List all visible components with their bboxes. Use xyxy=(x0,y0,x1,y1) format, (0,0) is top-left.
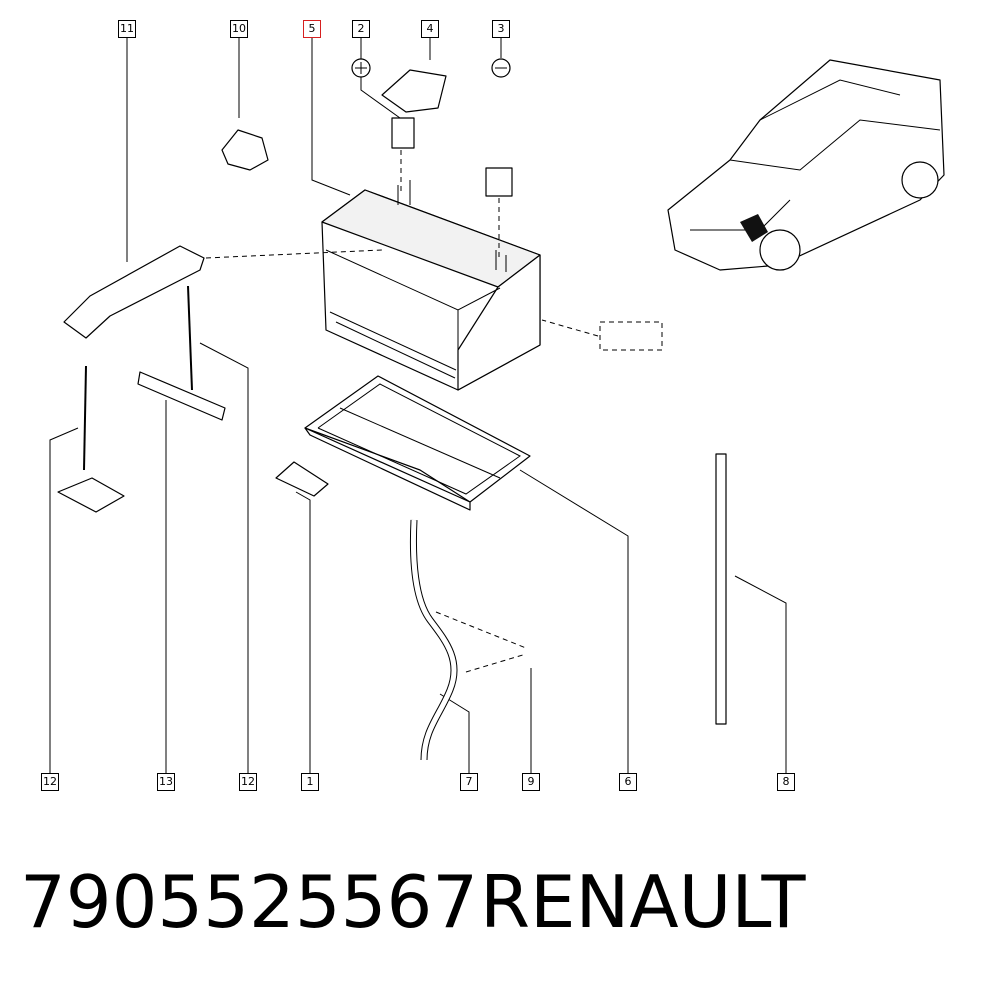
vent-hose xyxy=(409,519,527,761)
callout-10: 10 xyxy=(230,20,248,38)
callout-12-right: 12 xyxy=(239,773,257,791)
terminal-parts xyxy=(351,58,513,258)
brand-name: RENAULT xyxy=(480,860,806,944)
callout-13: 13 xyxy=(157,773,175,791)
reference-box xyxy=(541,319,663,351)
clip-part xyxy=(221,129,269,171)
clamp-part xyxy=(275,461,329,497)
callout-11: 11 xyxy=(118,20,136,38)
vehicle-illustration xyxy=(667,59,945,271)
callout-6: 6 xyxy=(619,773,637,791)
callout-5: 5 xyxy=(303,20,321,38)
callout-12-left: 12 xyxy=(41,773,59,791)
long-rod xyxy=(715,453,727,725)
callout-4: 4 xyxy=(421,20,439,38)
part-number: 7905525567 xyxy=(20,860,479,944)
callout-8: 8 xyxy=(777,773,795,791)
rods xyxy=(57,285,226,513)
battery-illustration xyxy=(321,180,541,391)
callout-9: 9 xyxy=(522,773,540,791)
battery-bracket xyxy=(63,245,383,339)
callout-2: 2 xyxy=(352,20,370,38)
callout-1: 1 xyxy=(301,773,319,791)
leader-lines xyxy=(49,36,787,774)
callout-7: 7 xyxy=(460,773,478,791)
battery-tray xyxy=(304,375,531,511)
callout-3: 3 xyxy=(492,20,510,38)
